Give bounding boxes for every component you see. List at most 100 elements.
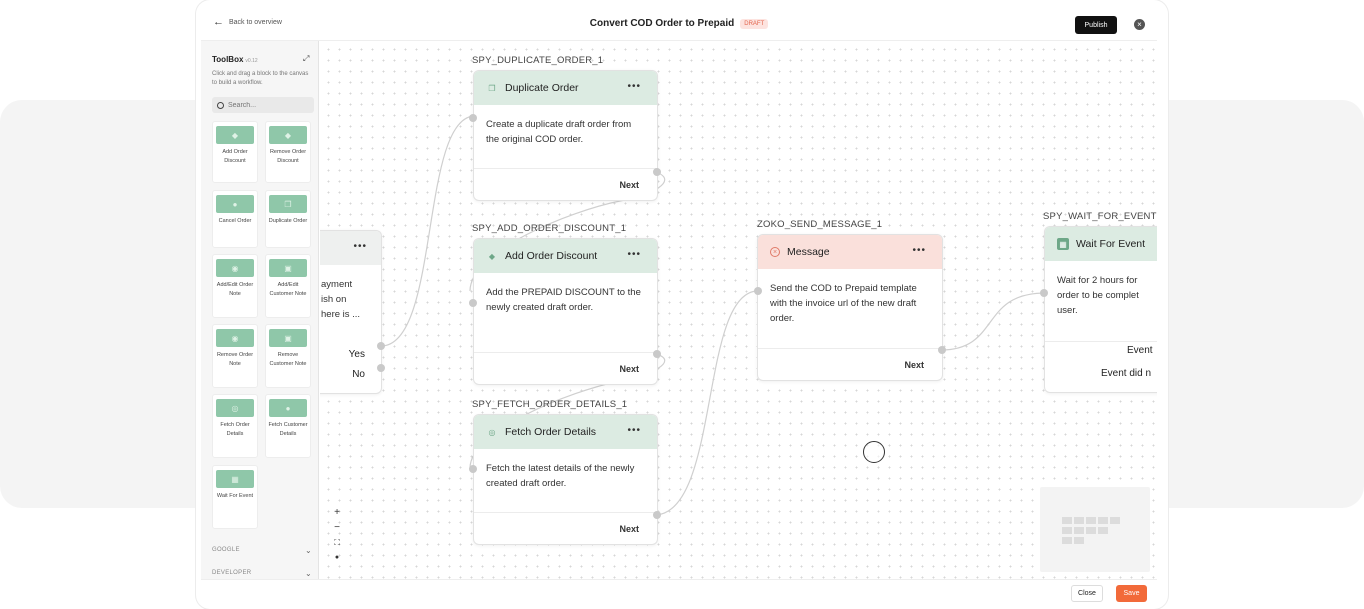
- node-id-label: ZOKO_SEND_MESSAGE_1: [757, 219, 883, 230]
- output-port-next[interactable]: [653, 168, 661, 176]
- node-description: Create a duplicate draft order from the …: [486, 119, 632, 145]
- tile-remove-customer-note[interactable]: ▣ Remove Customer Note: [265, 324, 311, 388]
- input-port[interactable]: [1040, 289, 1048, 297]
- back-link[interactable]: ← Back to overview: [213, 16, 282, 28]
- tile-label: Cancel Order: [218, 218, 252, 224]
- zoom-out-icon[interactable]: −: [334, 522, 340, 533]
- connector-message-to-wait: [940, 292, 1046, 351]
- more-options-icon[interactable]: •••: [353, 241, 367, 252]
- minimap[interactable]: [1040, 487, 1150, 572]
- zoom-in-icon[interactable]: +: [334, 507, 340, 518]
- tile-label: Fetch Customer Details: [268, 422, 308, 437]
- note-icon: ◉: [216, 329, 254, 347]
- node-title: Wait For Event: [1076, 238, 1146, 250]
- node-description: Send the COD to Prepaid template with th…: [770, 283, 917, 324]
- search-icon: [217, 101, 224, 109]
- output-port-next[interactable]: [938, 346, 946, 354]
- node-footer: Next: [758, 348, 942, 380]
- close-icon[interactable]: ×: [1134, 19, 1145, 30]
- tile-fetch-order-details[interactable]: ◎ Fetch Order Details: [212, 394, 258, 458]
- connector-fetch-to-message: [655, 290, 759, 516]
- tile-add-edit-customer-note[interactable]: ▣ Add/Edit Customer Note: [265, 254, 311, 318]
- tag-icon: ◆: [488, 251, 496, 261]
- fit-view-icon[interactable]: ⛶: [334, 538, 340, 547]
- more-options-icon[interactable]: •••: [627, 425, 641, 436]
- tile-duplicate-order[interactable]: ❐ Duplicate Order: [265, 190, 311, 248]
- node-partial-condition[interactable]: ••• ayment ish on here is ... Yes No: [320, 230, 382, 394]
- tile-remove-order-note[interactable]: ◉ Remove Order Note: [212, 324, 258, 388]
- output-event-label: Event: [1127, 345, 1153, 356]
- node-message[interactable]: × Message ••• Send the COD to Prepaid te…: [757, 234, 943, 381]
- input-port[interactable]: [754, 287, 762, 295]
- node-title: Add Order Discount: [505, 250, 598, 262]
- bottom-bar: Close Save: [201, 579, 1157, 606]
- output-port-no[interactable]: [377, 364, 385, 372]
- calendar-icon: ▦: [216, 470, 254, 488]
- node-header: ▦ Wait For Event: [1045, 227, 1157, 261]
- publish-button[interactable]: Publish: [1075, 16, 1117, 34]
- input-port[interactable]: [469, 114, 477, 122]
- more-options-icon[interactable]: •••: [912, 245, 926, 256]
- node-header: × Message •••: [758, 235, 942, 269]
- chevron-down-icon: ⌄: [304, 546, 312, 555]
- node-description: ayment ish on here is ...: [321, 279, 361, 320]
- input-port[interactable]: [469, 465, 477, 473]
- output-port-next[interactable]: [653, 511, 661, 519]
- tile-add-edit-order-note[interactable]: ◉ Add/Edit Order Note: [212, 254, 258, 318]
- copy-icon: ❐: [269, 195, 307, 213]
- tile-label: Wait For Event: [216, 493, 254, 499]
- toolbox-help-text: Click and drag a block to the canvas to …: [212, 71, 309, 86]
- more-options-icon[interactable]: •••: [627, 249, 641, 260]
- output-port-next[interactable]: [653, 350, 661, 358]
- workflow-editor: ← Back to overview Convert COD Order to …: [201, 10, 1157, 606]
- globe-icon: ◎: [488, 427, 496, 437]
- expand-icon[interactable]: ⤢: [303, 54, 310, 63]
- branch-yes-label: Yes: [348, 349, 365, 360]
- zoom-controls: + − ⛶ ●: [330, 507, 344, 569]
- more-options-icon[interactable]: •••: [627, 81, 641, 92]
- node-description: Add the PREPAID DISCOUNT to the newly cr…: [486, 287, 641, 313]
- tile-add-order-discount[interactable]: ◆ Add Order Discount: [212, 121, 258, 183]
- tile-label: Remove Order Note: [216, 352, 254, 367]
- tile-remove-order-discount[interactable]: ◆ Remove Order Discount: [265, 121, 311, 183]
- status-badge: DRAFT: [740, 19, 769, 29]
- tile-cancel-order[interactable]: ● Cancel Order: [212, 190, 258, 248]
- node-add-order-discount[interactable]: ◆ Add Order Discount ••• Add the PREPAID…: [473, 238, 658, 385]
- note-icon: ◉: [216, 259, 254, 277]
- cancel-icon: ●: [216, 195, 254, 213]
- node-id-label: SPY_FETCH_ORDER_DETAILS_1: [472, 399, 628, 410]
- section-developer[interactable]: DEVELOPER ⌄: [212, 569, 312, 578]
- node-header: ❐ Duplicate Order •••: [474, 71, 657, 105]
- arrow-left-icon: ←: [213, 16, 224, 28]
- lock-icon[interactable]: ●: [334, 554, 340, 561]
- tag-icon: ◆: [216, 126, 254, 144]
- next-output-label: Next: [619, 364, 639, 374]
- section-google[interactable]: GOOGLE ⌄: [212, 546, 312, 555]
- node-header: •••: [320, 231, 381, 265]
- next-output-label: Next: [619, 524, 639, 534]
- node-wait-for-event[interactable]: ▦ Wait For Event Wait for 2 hours for or…: [1044, 226, 1157, 393]
- chevron-down-icon: ⌄: [304, 569, 312, 578]
- section-label: DEVELOPER: [212, 570, 252, 576]
- node-duplicate-order[interactable]: ❐ Duplicate Order ••• Create a duplicate…: [473, 70, 658, 201]
- save-button[interactable]: Save: [1116, 585, 1147, 602]
- toolbox-search[interactable]: [212, 97, 314, 113]
- connector-lines: [380, 115, 1046, 516]
- mouse-cursor: [863, 441, 885, 463]
- tile-label: Add Order Discount: [222, 149, 248, 164]
- search-input[interactable]: [228, 101, 308, 109]
- node-divider: [1045, 341, 1157, 342]
- close-button[interactable]: Close: [1071, 585, 1103, 602]
- tag-icon: ◆: [269, 126, 307, 144]
- output-port-yes[interactable]: [377, 342, 385, 350]
- workflow-canvas[interactable]: ••• ayment ish on here is ... Yes No SPY…: [320, 41, 1157, 579]
- node-title: Message: [787, 246, 830, 258]
- node-footer: Next: [474, 168, 657, 200]
- node-title: Duplicate Order: [505, 82, 579, 94]
- input-port[interactable]: [469, 299, 477, 307]
- tile-label: Remove Customer Note: [269, 352, 307, 367]
- tile-wait-for-event[interactable]: ▦ Wait For Event: [212, 465, 258, 529]
- node-fetch-order-details[interactable]: ◎ Fetch Order Details ••• Fetch the late…: [473, 414, 658, 545]
- tile-fetch-customer-details[interactable]: ● Fetch Customer Details: [265, 394, 311, 458]
- branch-no-label: No: [352, 369, 365, 380]
